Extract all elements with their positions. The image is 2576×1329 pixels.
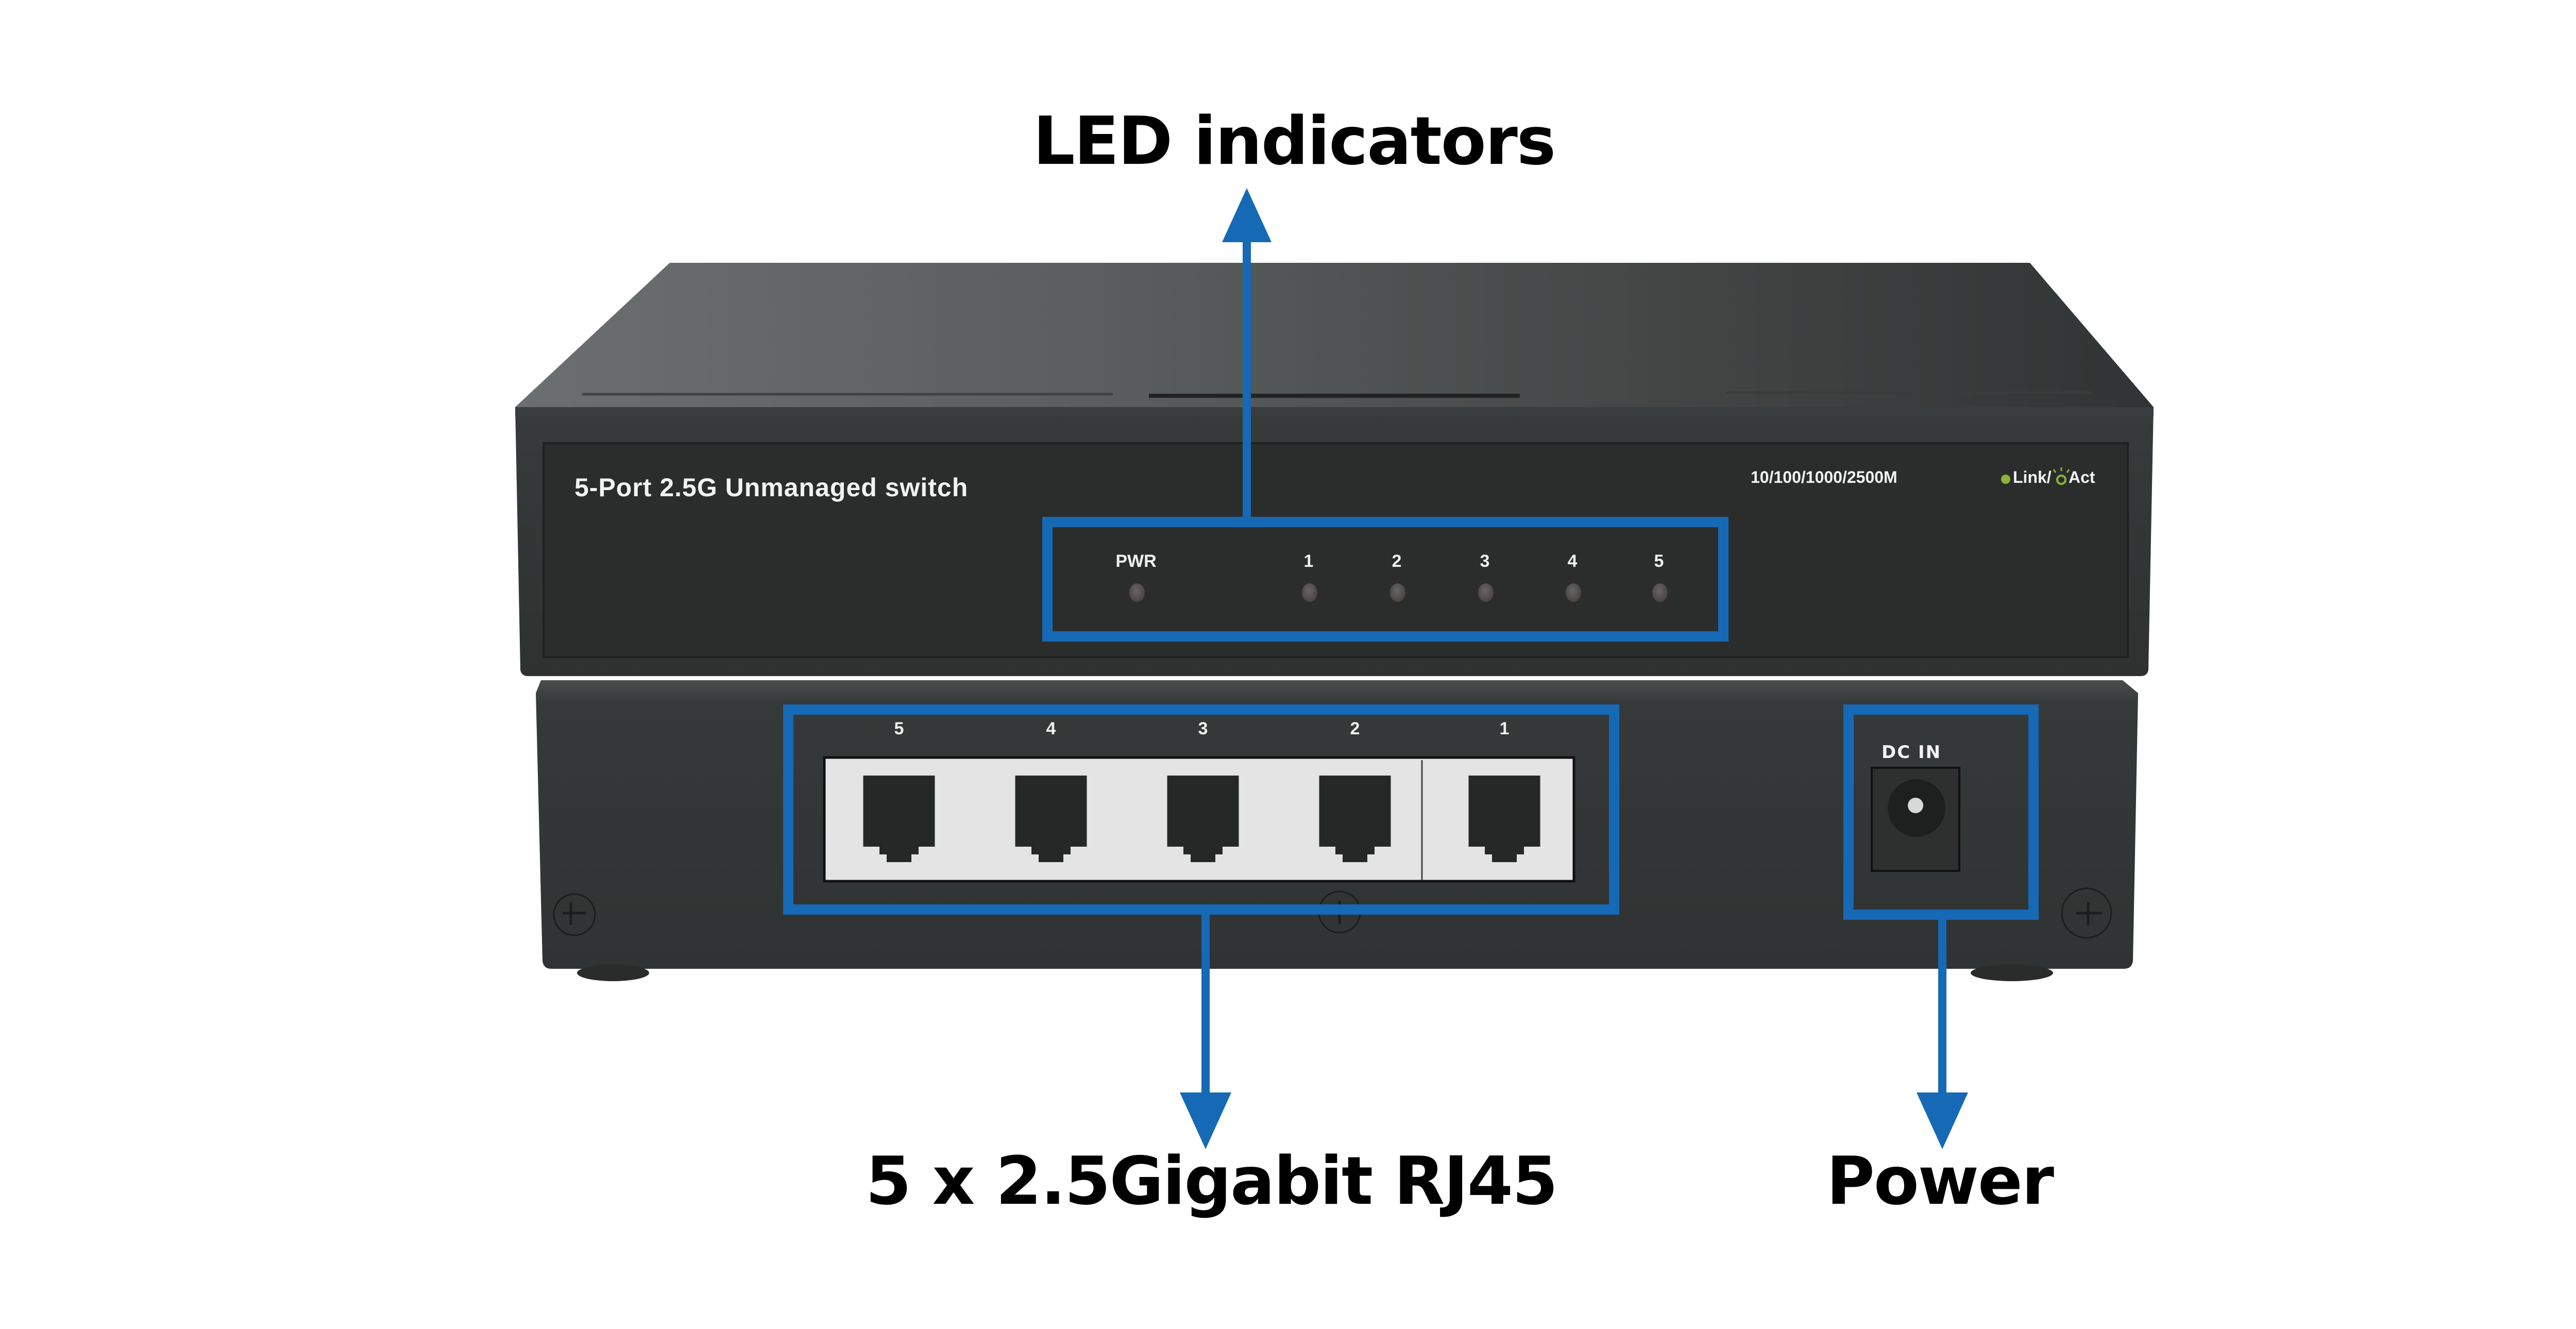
led-label-port-1: 1 (1303, 551, 1314, 571)
rj45-port-1 (1468, 776, 1540, 862)
switch-top-surface (515, 263, 2154, 407)
port-number-4: 4 (1046, 719, 1056, 738)
port-number-3: 3 (1198, 719, 1208, 738)
screw-left (553, 893, 596, 936)
led-port-2-icon (1390, 583, 1405, 602)
led-port-1-icon (1302, 583, 1317, 602)
link-green-dot-icon (2001, 475, 2010, 484)
led-label-port-4: 4 (1567, 551, 1578, 571)
port-number-1: 1 (1499, 719, 1510, 738)
led-label-port-3: 3 (1480, 551, 1490, 571)
screw-right (2061, 887, 2112, 939)
rj45-port-3 (1167, 776, 1239, 862)
led-label-port-2: 2 (1392, 551, 1402, 571)
port-number-2: 2 (1350, 719, 1360, 738)
foot-right (1971, 965, 2053, 981)
foot-left (577, 965, 649, 981)
dc-jack-pin (1908, 798, 1923, 813)
power-callout-arrowhead (1917, 1092, 1968, 1149)
front-panel-inset (543, 442, 2129, 658)
led-port-5-icon (1652, 583, 1668, 602)
link-label: Link/ (2013, 468, 2052, 486)
led-callout-box (1042, 517, 1728, 642)
rj45-ports (863, 776, 1540, 862)
led-label-pwr: PWR (1115, 551, 1157, 571)
act-blinking-led-icon (2053, 467, 2070, 485)
ports-callout-box (783, 704, 1619, 915)
upper-front-bevel (515, 407, 2154, 416)
act-label: Act (2069, 468, 2095, 486)
led-callout-arrowhead (1222, 188, 1272, 242)
rj45-port-5 (863, 776, 935, 862)
rj45-port-2 (1319, 776, 1391, 862)
ports-callout-arrowhead (1180, 1092, 1231, 1149)
led-port-3-icon (1478, 583, 1494, 602)
model-label: 5-Port 2.5G Unmanaged switch (574, 473, 969, 502)
rj45-port-4 (1015, 776, 1087, 862)
power-callout: Power (1826, 1143, 2054, 1220)
dc-in-label: DC IN (1882, 742, 1942, 763)
led-indicators-callout: LED indicators (1033, 103, 1556, 180)
led-pwr-icon (1129, 583, 1145, 602)
speed-legend: 10/100/1000/2500M (1751, 468, 1897, 486)
rj45-ports-callout: 5 x 2.5Gigabit RJ45 (866, 1143, 1558, 1220)
port-number-5: 5 (894, 719, 904, 738)
led-label-port-5: 5 (1654, 551, 1664, 571)
power-callout-box (1843, 704, 2039, 920)
led-port-4-icon (1566, 583, 1581, 602)
